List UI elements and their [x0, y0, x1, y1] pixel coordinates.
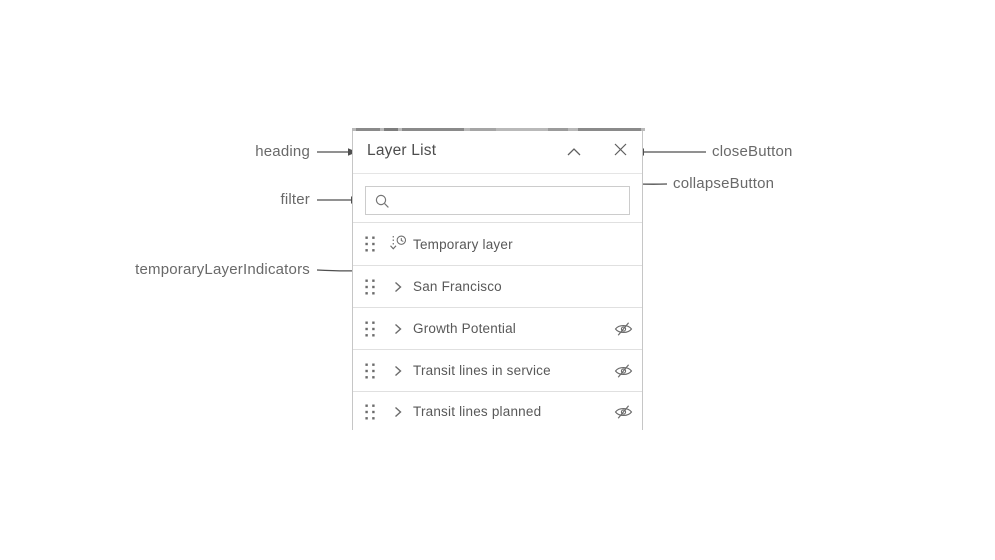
annotation-filter: filter [280, 191, 310, 208]
layer-label: Temporary layer [413, 236, 513, 252]
annotation-temporary-layer-indicators: temporaryLayerIndicators [135, 261, 310, 278]
visibility-hidden-icon[interactable] [614, 404, 633, 419]
chevron-right-icon[interactable] [389, 365, 407, 377]
layer-label: Transit lines in service [413, 363, 551, 378]
layer-row-san-francisco[interactable]: San Francisco [353, 265, 642, 307]
close-button[interactable] [610, 141, 630, 161]
visibility-hidden-icon[interactable] [614, 363, 633, 378]
collapse-button[interactable] [564, 141, 584, 161]
visibility-hidden-icon[interactable] [614, 321, 633, 336]
layer-row-transit-lines-planned[interactable]: Transit lines planned [353, 391, 642, 431]
chevron-right-icon[interactable] [389, 406, 407, 418]
filter-box [365, 186, 630, 215]
temporary-layer-indicator-icon [389, 234, 407, 254]
annotation-heading: heading [255, 143, 310, 160]
annotation-close-button: closeButton [712, 143, 793, 160]
layer-list-panel: Layer List [352, 128, 645, 431]
layer-list: Temporary layer [353, 222, 642, 431]
chevron-up-icon [567, 144, 581, 159]
chevron-right-icon[interactable] [389, 323, 407, 335]
filter-input[interactable] [396, 187, 626, 214]
panel-title: Layer List [367, 142, 437, 159]
panel-header: Layer List [353, 129, 642, 174]
drag-handle-icon[interactable] [364, 403, 376, 421]
layer-row-growth-potential[interactable]: Growth Potential [353, 307, 642, 349]
annotation-collapse-button: collapseButton [673, 175, 775, 192]
chevron-right-icon[interactable] [389, 281, 407, 293]
filter-section [353, 174, 642, 222]
layer-row-temporary-layer[interactable]: Temporary layer [353, 223, 642, 265]
close-icon [614, 143, 627, 159]
layer-row-transit-lines-in-service[interactable]: Transit lines in service [353, 349, 642, 391]
layer-label: San Francisco [413, 279, 502, 294]
clipped-content-strip [352, 128, 645, 131]
drag-handle-icon[interactable] [364, 320, 376, 338]
search-icon [375, 194, 389, 208]
layer-label: Transit lines planned [413, 404, 542, 419]
drag-handle-icon[interactable] [364, 235, 376, 253]
layer-label: Growth Potential [413, 321, 516, 336]
drag-handle-icon[interactable] [364, 362, 376, 380]
drag-handle-icon[interactable] [364, 278, 376, 296]
